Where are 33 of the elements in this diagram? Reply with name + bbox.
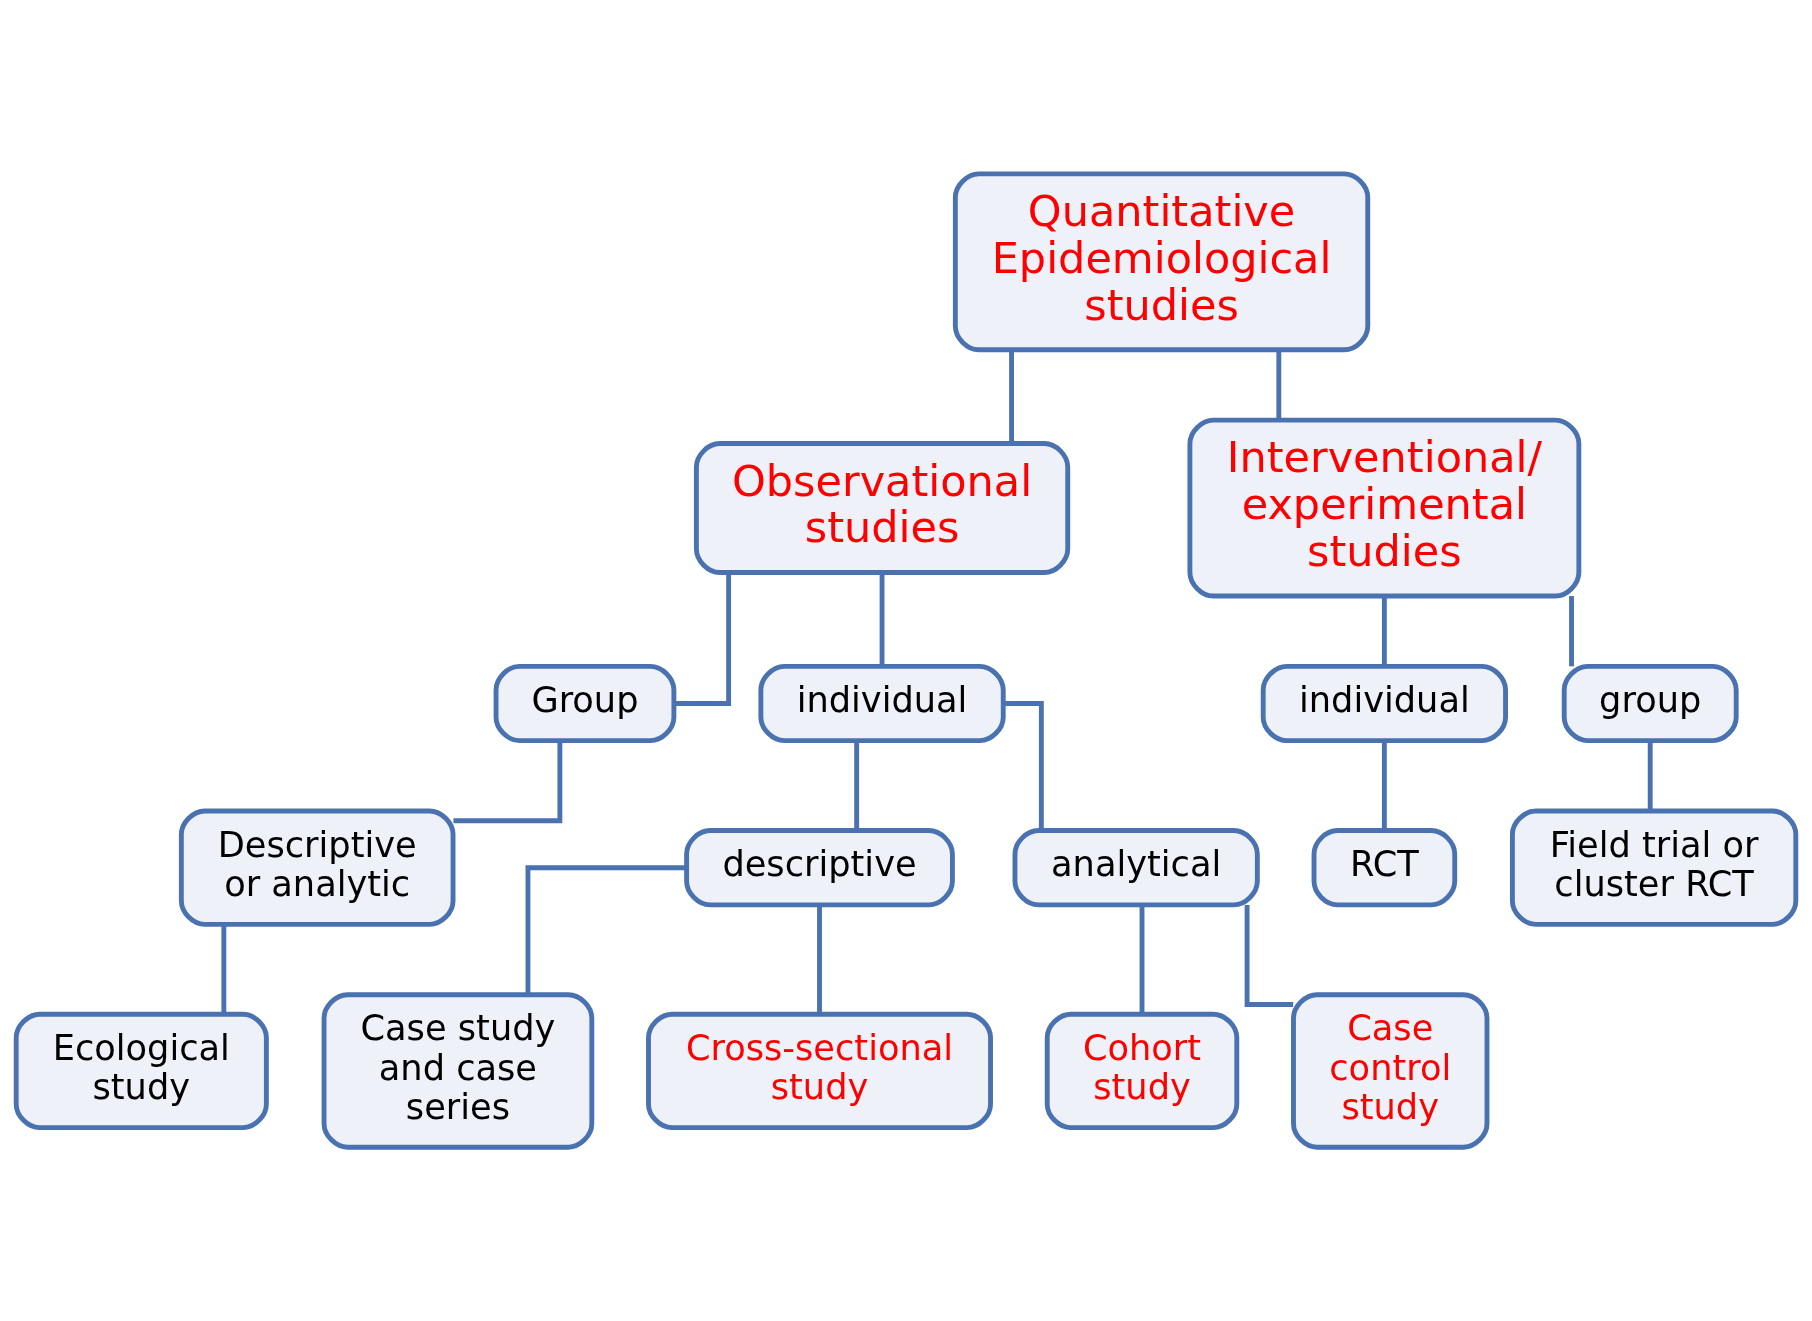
connector [1009,350,1014,443]
node-box: analytical [1012,828,1260,908]
node-box: Ecological study [13,1011,269,1131]
node-box: Observational studies [693,441,1071,575]
node-box: RCT [1311,828,1458,908]
connector [221,924,227,1015]
node-box: individual [758,663,1006,744]
connector [1276,350,1282,420]
connector [879,572,885,666]
node-box: descriptive [684,828,955,908]
node-box: Cross-sectional study [646,1011,993,1131]
node-box: Group [493,663,677,744]
connector [854,740,860,830]
connector [1381,596,1387,667]
node-box: Case control study [1291,992,1490,1150]
connector [525,865,687,995]
node-box: group [1561,663,1739,744]
node-box: Interventional/ experimental studies [1187,417,1582,599]
connector [453,741,563,824]
node-box: individual [1260,663,1508,744]
connector [1381,740,1387,830]
node-box: Cohort study [1044,1011,1240,1131]
connector [1003,701,1044,831]
node-box: Quantitative Epidemiological studies [952,171,1371,353]
connector [1647,740,1653,811]
node-box: Descriptive or analytic [178,808,456,927]
connector [1569,596,1574,667]
node-box: Case study and case series [321,992,595,1150]
node-box: Field trial or cluster RCT [1509,808,1799,927]
connector [1244,905,1294,1007]
connector [1139,904,1145,1014]
connector [817,904,822,1014]
connector [674,572,732,706]
